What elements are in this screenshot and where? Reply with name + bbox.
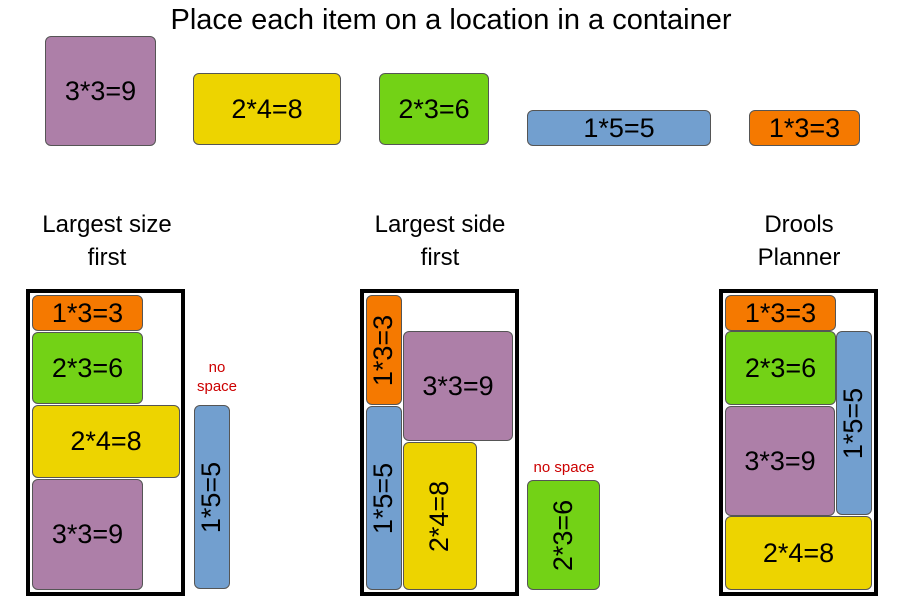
heading-line: Drools (764, 211, 834, 238)
item-label: 2*4=8 (231, 93, 303, 124)
heading-line: first (87, 244, 127, 271)
note-line: space (196, 378, 238, 395)
item-label: 2*3=6 (398, 93, 470, 124)
container-largest-side (360, 289, 519, 596)
packed-blue-5: 1*5=5 (836, 331, 872, 515)
item-yellow-8: 2*4=8 (193, 73, 341, 145)
note-line: no (208, 359, 226, 376)
item-label: 1*3=3 (368, 314, 399, 386)
item-label: 2*4=8 (424, 480, 455, 552)
packed-green-6: 2*3=6 (725, 331, 836, 405)
heading-drools-planner: Drools Planner (689, 208, 902, 274)
heading-largest-side-first: Largest side first (330, 208, 550, 274)
item-blue-5: 1*5=5 (527, 110, 711, 146)
packed-yellow-8: 2*4=8 (725, 516, 872, 590)
item-label: 2*4=8 (762, 537, 835, 568)
item-purple-9: 3*3=9 (45, 36, 156, 146)
packed-orange-3: 1*3=3 (725, 295, 836, 331)
item-label: 3*3=9 (744, 445, 816, 476)
item-label: 1*3=3 (51, 297, 124, 328)
item-label: 2*3=6 (51, 352, 124, 383)
unplaced-blue-5: 1*5=5 (194, 405, 230, 589)
packed-yellow-8: 2*4=8 (32, 405, 180, 478)
no-space-note: no space (533, 459, 595, 476)
item-label: 1*3=3 (744, 297, 817, 328)
heading-line: Largest side (374, 211, 506, 238)
packed-yellow-8: 2*4=8 (403, 442, 477, 590)
item-label: 2*4=8 (70, 426, 142, 456)
item-label: 3*3=9 (64, 75, 137, 106)
packed-purple-9: 3*3=9 (725, 406, 835, 516)
packed-orange-3: 1*3=3 (366, 295, 402, 405)
item-label: 1*3=3 (768, 112, 841, 143)
item-label: 1*5=5 (583, 112, 655, 143)
heading-largest-size-first: Largest size first (0, 208, 217, 274)
packed-orange-3: 1*3=3 (32, 295, 143, 331)
item-label: 2*3=6 (548, 499, 579, 571)
container-drools-planner (719, 289, 878, 596)
packed-green-6: 2*3=6 (32, 332, 143, 404)
item-label: 1*5=5 (838, 387, 869, 459)
container-largest-size (26, 289, 185, 596)
heading-line: first (420, 244, 460, 271)
item-label: 1*5=5 (368, 462, 399, 534)
diagram-title: Place each item on a location in a conta… (170, 4, 732, 36)
item-orange-3: 1*3=3 (749, 110, 860, 146)
item-label: 1*5=5 (196, 461, 227, 533)
heading-line: Planner (757, 244, 841, 271)
item-label: 3*3=9 (422, 370, 494, 401)
item-green-6: 2*3=6 (379, 73, 489, 145)
packed-purple-9: 3*3=9 (403, 331, 513, 441)
packed-blue-5: 1*5=5 (366, 406, 402, 590)
item-label: 2*3=6 (744, 352, 817, 383)
heading-line: Largest size (42, 211, 172, 238)
no-space-note: no space (187, 358, 247, 396)
unplaced-green-6: 2*3=6 (527, 480, 600, 590)
packed-purple-9: 3*3=9 (32, 479, 143, 590)
item-label: 3*3=9 (51, 519, 124, 549)
